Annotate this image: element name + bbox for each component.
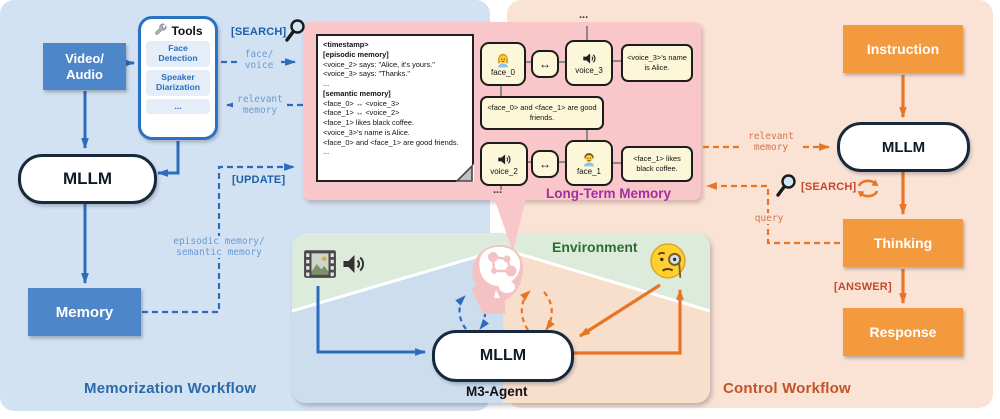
- search-tag-right: [SEARCH]: [801, 181, 857, 193]
- memory-label: Memory: [55, 303, 114, 321]
- face0-label: face_0: [490, 67, 516, 77]
- bidirectional-arrow-symbol: ↔: [539, 57, 551, 71]
- tool-face-detection: Face Detection: [146, 41, 210, 67]
- graph-ellipsis-top: ...: [579, 9, 589, 21]
- response-box: Response: [843, 308, 963, 356]
- man-face-icon: [581, 151, 597, 167]
- tool-more: ...: [146, 98, 210, 115]
- woman-face-icon: [495, 52, 511, 68]
- tools-panel: Tools Face Detection Speaker Diarization…: [138, 16, 218, 140]
- tool-speaker-diarization: Speaker Diarization: [146, 69, 210, 96]
- fact-good-friends: <face_0> and <face_1> are good friends.: [480, 96, 604, 130]
- search-magnifier-icon-left: [283, 18, 307, 44]
- note-episodic-header: [episodic memory]: [323, 49, 389, 59]
- memorization-workflow-title: Memorization Workflow: [84, 380, 257, 397]
- monocle-face-icon: [648, 242, 688, 286]
- query-label: query: [748, 213, 790, 225]
- video-audio-label-line2: Audio: [66, 66, 103, 82]
- voice2-node: voice_2: [480, 142, 528, 186]
- update-tag: [UPDATE]: [232, 174, 286, 186]
- agent-mllm-box: MLLM: [432, 330, 574, 382]
- face-voice-label: face/ voice: [238, 49, 280, 72]
- voice3-label: voice_3: [575, 66, 603, 75]
- note-semantic-header: [semantic memory]: [323, 88, 391, 98]
- note-timestamp: <timestamp>: [323, 40, 369, 49]
- speaker-icon: [581, 51, 598, 66]
- m3-agent-caption: M3-Agent: [466, 384, 528, 399]
- control-mllm-box: MLLM: [837, 122, 970, 172]
- memorization-mllm-label: MLLM: [62, 169, 113, 188]
- film-frames-icon: [303, 249, 337, 279]
- brain-head-icon: [466, 242, 526, 314]
- memory-note: <timestamp> [episodic memory] <voice_2> …: [316, 34, 474, 182]
- wrench-icon: [153, 23, 168, 38]
- control-mllm-label: MLLM: [881, 138, 926, 156]
- control-workflow-title: Control Workflow: [723, 380, 851, 397]
- relevant-memory-label-right: relevant memory: [741, 131, 801, 154]
- response-label: Response: [869, 324, 937, 340]
- face1-label: face_1: [576, 166, 602, 176]
- memory-box: Memory: [28, 288, 141, 336]
- link-box-bottom: ↔: [531, 150, 559, 178]
- memorization-mllm-box: MLLM: [18, 154, 157, 204]
- speaker-icon: [496, 152, 513, 167]
- video-audio-label-line1: Video/: [65, 50, 104, 66]
- graph-ellipsis-bottom: ...: [493, 184, 503, 196]
- fact-voice3-name: <voice_3>'s name is Alice.: [621, 44, 693, 82]
- search-loop-icon: [855, 178, 881, 200]
- answer-tag: [ANSWER]: [834, 281, 892, 293]
- instruction-box: Instruction: [843, 25, 963, 73]
- environment-title: Environment: [552, 239, 638, 255]
- voice2-label: voice_2: [490, 167, 518, 176]
- bidirectional-arrow-symbol: ↔: [539, 157, 551, 171]
- agent-mllm-label: MLLM: [479, 347, 527, 364]
- voice3-node: voice_3: [565, 40, 613, 86]
- long-term-memory-title: Long-Term Memory: [546, 186, 672, 201]
- note-folded-corner: [456, 164, 474, 182]
- instruction-label: Instruction: [866, 41, 940, 57]
- link-box-top: ↔: [531, 50, 559, 78]
- episodic-semantic-label: episodic memory/ semantic memory: [156, 236, 282, 259]
- audio-speaker-icon: [341, 252, 368, 276]
- tools-title: Tools: [171, 23, 203, 38]
- fact-face1-coffee: <face_1> likes black coffee.: [621, 146, 693, 182]
- search-magnifier-icon-right: [774, 173, 798, 199]
- relevant-memory-label-left: relevant memory: [233, 94, 287, 117]
- face0-node: face_0: [480, 42, 526, 86]
- thinking-box: Thinking: [843, 219, 963, 267]
- face1-node: face_1: [565, 140, 613, 186]
- video-audio-box: Video/ Audio: [43, 43, 126, 90]
- thinking-label: Thinking: [873, 235, 933, 251]
- search-tag-left: [SEARCH]: [231, 26, 287, 38]
